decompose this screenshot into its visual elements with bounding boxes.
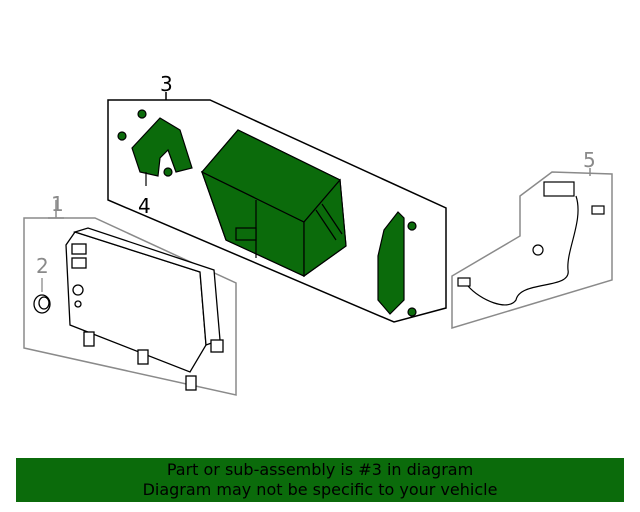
parts-diagram <box>23 92 613 396</box>
callout-5: 5 <box>583 148 596 172</box>
bracket-4 <box>117 109 193 186</box>
panel-5-cable <box>451 168 613 330</box>
callout-2: 2 <box>36 254 49 278</box>
callout-3: 3 <box>160 72 173 96</box>
callout-1: 1 <box>51 192 64 216</box>
display-unit <box>65 227 224 391</box>
bracket-side <box>377 211 417 317</box>
callout-4: 4 <box>138 194 151 218</box>
cable-harness <box>457 181 605 306</box>
knob-2 <box>33 278 51 314</box>
banner-line-1: Part or sub-assembly is #3 in diagram <box>166 460 474 479</box>
info-banner: Part or sub-assembly is #3 in diagram Di… <box>16 458 624 502</box>
banner-line-2: Diagram may not be specific to your vehi… <box>142 480 498 499</box>
radio-body <box>200 129 347 278</box>
